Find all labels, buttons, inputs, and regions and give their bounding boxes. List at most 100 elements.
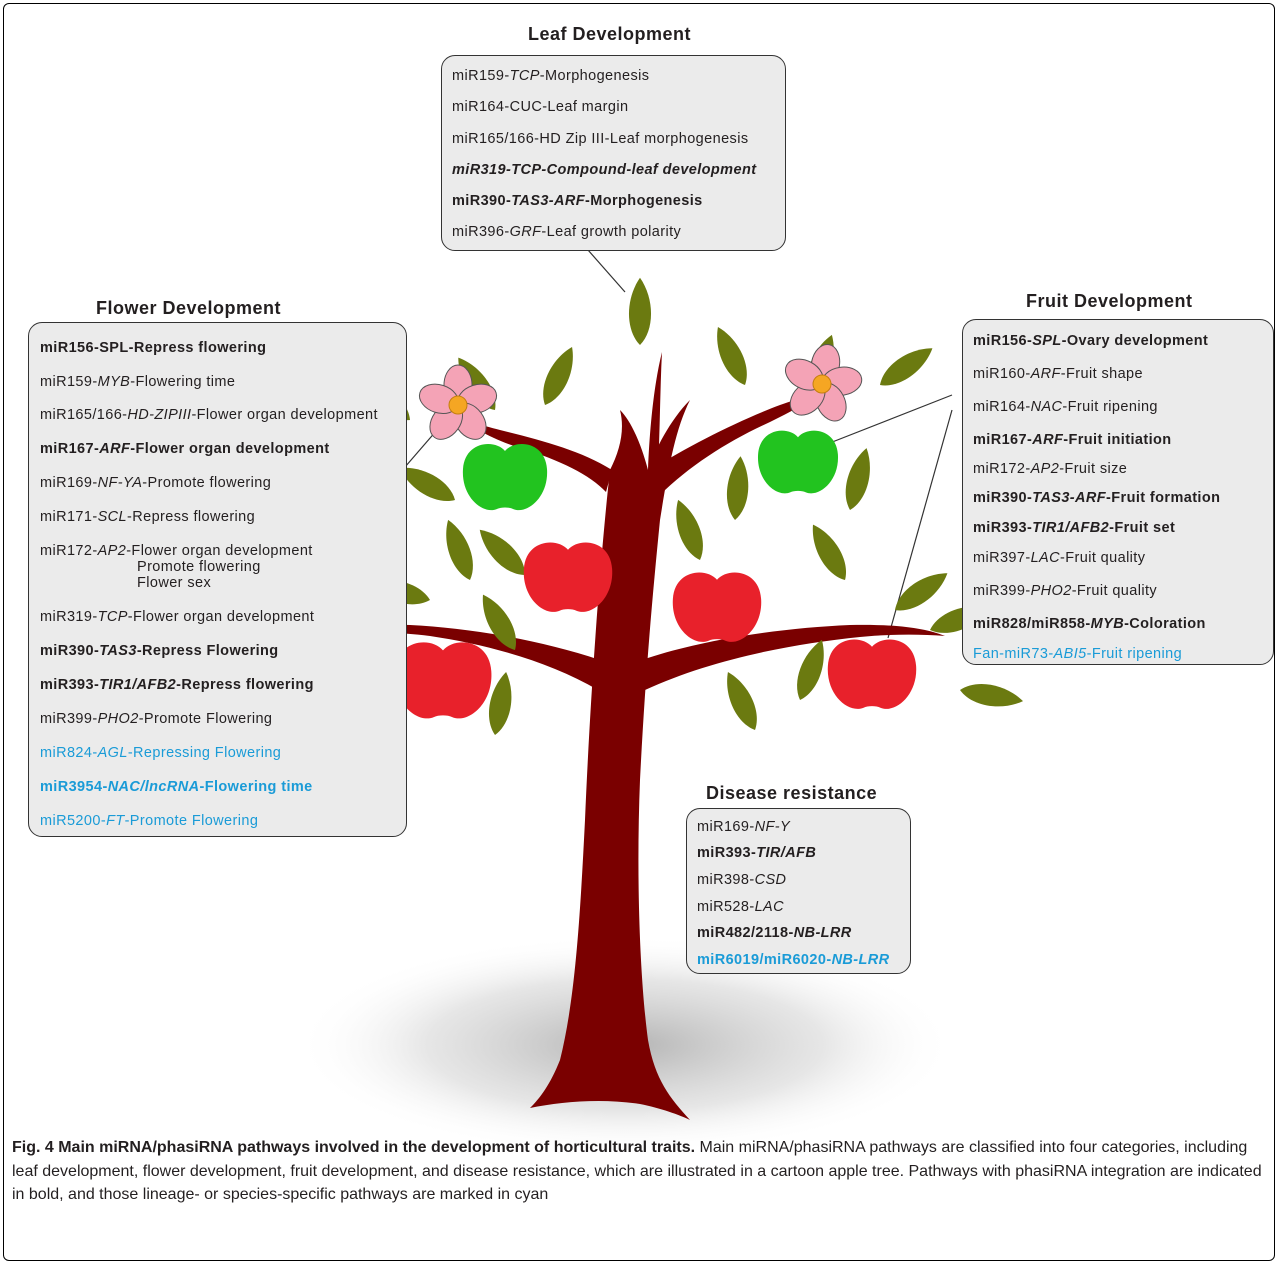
pathway-text-segment: -Flower organ development xyxy=(191,407,378,423)
pathway-text-segment: miR398- xyxy=(697,872,755,888)
figure-caption: Fig. 4 Main miRNA/phasiRNA pathways invo… xyxy=(12,1136,1270,1207)
flower-development-panel: miR156-SPL-Repress flowering miR159-MYB-F… xyxy=(28,322,407,837)
pathway-text-segment: miR169- xyxy=(697,819,755,835)
pathway-text-segment: NAC xyxy=(1030,399,1063,415)
fruit-pathway-item: miR828/miR858-MYB-Coloration xyxy=(973,616,1206,633)
leaf-development-title: Leaf Development xyxy=(528,24,692,44)
pathway-text-segment: miR396- xyxy=(452,224,510,240)
pathway-text-segment: miR393- xyxy=(697,845,757,861)
pathway-text-segment: -Repress Flowering xyxy=(136,643,279,659)
pathway-text-segment: PHO2 xyxy=(97,711,139,727)
pathway-text-segment: miR165/166-HD Zip III-Leaf morphogenesis xyxy=(452,131,749,147)
pathway-text-segment: -Repressing Flowering xyxy=(127,745,282,761)
pathway-text-segment: miR319- xyxy=(40,609,98,625)
pathway-text-segment: miR319-TCP-Compound-leaf development xyxy=(452,162,757,178)
pathway-text-segment: miR167- xyxy=(40,441,100,457)
leaf-pathway-item: miR319-TCP-Compound-leaf development xyxy=(452,162,756,179)
pathway-text-segment: -Ovary development xyxy=(1061,333,1209,349)
pathway-text-segment: -Fruit size xyxy=(1059,461,1128,477)
pathway-text-segment: miR390- xyxy=(973,490,1033,506)
fruit-pathway-item: miR399-PHO2-Fruit quality xyxy=(973,583,1157,600)
pathway-text-segment: PHO2 xyxy=(1030,583,1072,599)
pathway-text-segment: miR160- xyxy=(973,366,1031,382)
pathway-text-segment: SPL xyxy=(1032,333,1062,349)
pathway-text-segment: -Fruit shape xyxy=(1060,366,1143,382)
pathway-text-segment: miR3954- xyxy=(40,779,108,795)
leaf-pathway-item: miR165/166-HD Zip III-Leaf morphogenesis xyxy=(452,131,748,148)
pathway-text-segment: miR156- xyxy=(973,333,1033,349)
flowers xyxy=(415,341,865,447)
pathway-text-segment: -Repress flowering xyxy=(127,509,256,525)
pathway-text-segment: miR390- xyxy=(452,193,512,209)
pathway-text-segment: -Fruit set xyxy=(1109,520,1176,536)
fruit-pathway-item: miR167-ARF-Fruit initiation xyxy=(973,432,1172,449)
pathway-text-segment: miR393- xyxy=(973,520,1033,536)
caption-label: Fig. 4 Main miRNA/phasiRNA pathways invo… xyxy=(12,1139,696,1156)
flower-pathway-item: miR167-ARF-Flower organ development xyxy=(40,441,330,458)
pathway-text-segment: HD-ZIPIII xyxy=(127,407,192,423)
disease-pathway-item: miR528-LAC xyxy=(697,899,784,916)
pathway-text-segment: NF-YA xyxy=(97,475,143,491)
pathway-text-segment: LAC xyxy=(754,899,785,915)
pathway-text-segment: SCL xyxy=(97,509,128,525)
pathway-text-segment: miR159- xyxy=(452,68,510,84)
pathway-text-segment: -Promote Flowering xyxy=(138,711,273,727)
pathway-text-segment: -Morphogenesis xyxy=(585,193,703,209)
pathway-text-segment: NB-LRR xyxy=(793,925,852,941)
pathway-text-segment: -Morphogenesis xyxy=(539,68,650,84)
pathway-text-segment: TIR/AFB xyxy=(756,845,817,861)
pathway-text-segment: NF-Y xyxy=(754,819,791,835)
pathway-text-segment: NB-LRR xyxy=(831,952,890,968)
pathway-text-segment: -Fruit ripening xyxy=(1062,399,1158,415)
pathway-text-segment: miR165/166- xyxy=(40,407,128,423)
pathway-text-segment: miR159- xyxy=(40,374,98,390)
flower-pathway-item: miR3954-NAC/lncRNA-Flowering time xyxy=(40,779,313,796)
pathway-text-segment: -Flower organ development xyxy=(126,543,313,559)
leaf-pathway-item: miR390-TAS3-ARF-Morphogenesis xyxy=(452,193,703,210)
pathway-text-segment: miR828/miR858- xyxy=(973,616,1091,632)
flower-pathway-item: miR165/166-HD-ZIPIII-Flower organ develo… xyxy=(40,407,378,424)
pathway-text-segment: ARF xyxy=(1030,366,1061,382)
pathway-text-segment: TIR1/AFB2 xyxy=(99,677,177,693)
pathway-text-segment: TIR1/AFB2 xyxy=(1032,520,1110,536)
pathway-text-segment: miR164-CUC-Leaf margin xyxy=(452,99,629,115)
pathway-text-segment: -Coloration xyxy=(1124,616,1206,632)
pathway-text-segment: -Repress flowering xyxy=(176,677,314,693)
disease-pathway-item: miR6019/miR6020-NB-LRR xyxy=(697,952,890,969)
pathway-text-segment: miR6019/miR6020- xyxy=(697,952,832,968)
fruit-pathway-item: miR397-LAC-Fruit quality xyxy=(973,550,1145,567)
disease-pathway-item: miR393-TIR/AFB xyxy=(697,845,816,862)
leaf-pathway-item: miR396-GRF-Leaf growth polarity xyxy=(452,224,681,241)
pathway-text-segment: miR397- xyxy=(973,550,1031,566)
pathway-text-segment: -Leaf growth polarity xyxy=(541,224,682,240)
pathway-text-segment: TAS3-ARF xyxy=(511,193,586,209)
pathway-text-segment: miR171- xyxy=(40,509,98,525)
pathway-text-segment: -Flower organ development xyxy=(130,441,330,457)
fruit-pathway-item: miR156-SPL-Ovary development xyxy=(973,333,1208,350)
flower-pathway-item: miR169-NF-YA-Promote flowering xyxy=(40,475,271,492)
pathway-text-segment: Fan-miR73- xyxy=(973,646,1054,662)
pathway-text-segment: MYB xyxy=(1090,616,1125,632)
pathway-text-segment: -Promote Flowering xyxy=(124,813,259,829)
disease-pathway-item: miR482/2118-NB-LRR xyxy=(697,925,852,942)
fruit-pathway-item: miR160-ARF-Fruit shape xyxy=(973,366,1143,383)
pathway-text-segment: AGL xyxy=(97,745,128,761)
flower-pathway-item: miR159-MYB-Flowering time xyxy=(40,374,235,391)
pathway-text-segment: miR156-SPL-Repress flowering xyxy=(40,340,267,356)
pathway-text-segment: GRF xyxy=(509,224,542,240)
flower-pathway-item: miR393-TIR1/AFB2-Repress flowering xyxy=(40,677,314,694)
pathway-text-segment: -Flowering time xyxy=(199,779,313,795)
pathway-text-segment: TCP xyxy=(97,609,128,625)
fruit-pathway-item: miR390-TAS3-ARF-Fruit formation xyxy=(973,490,1220,507)
connector-lines xyxy=(404,249,953,639)
fruit-pathway-item: miR164-NAC-Fruit ripening xyxy=(973,399,1158,416)
pathway-text-segment: LAC xyxy=(1030,550,1061,566)
pathway-text-segment: miR399- xyxy=(973,583,1031,599)
pathway-text-segment: AP2 xyxy=(97,543,127,559)
pathway-text-segment: CSD xyxy=(754,872,787,888)
pathway-text-segment: -Fruit quality xyxy=(1071,583,1158,599)
